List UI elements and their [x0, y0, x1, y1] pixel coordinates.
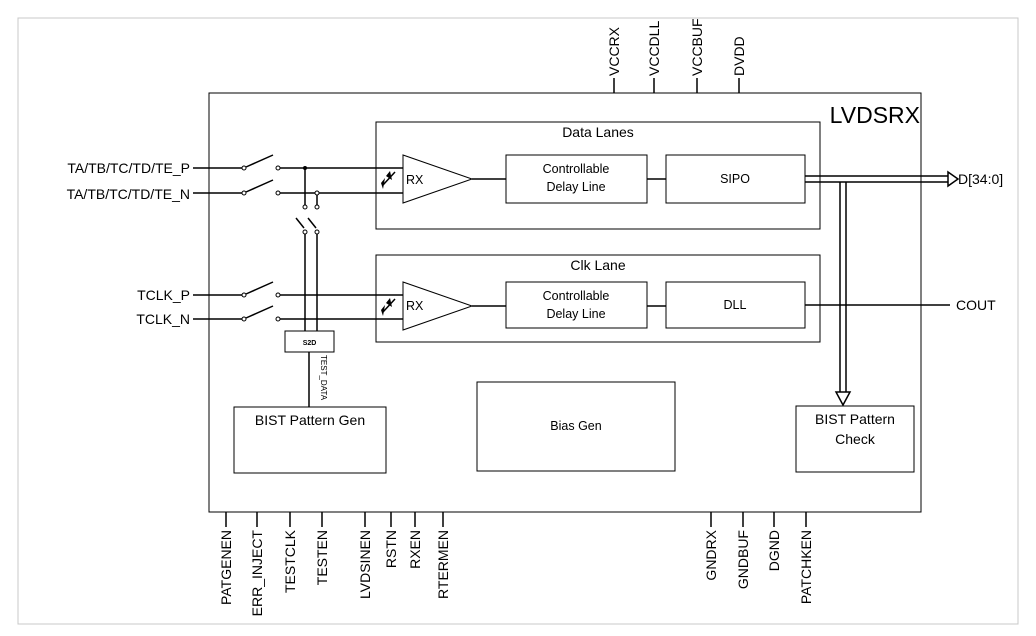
block-title: LVDSRX [830, 102, 920, 128]
dll-label: DLL [724, 298, 747, 312]
input-wires [193, 167, 243, 320]
test-data-label: TEST_DATA [319, 355, 328, 401]
data-delay-label-1: Controllable [543, 162, 610, 176]
sipo-label: SIPO [720, 172, 750, 186]
bias-gen-block [476, 381, 676, 472]
test-path-wires [295, 166, 320, 331]
pin-rxen: RXEN [407, 530, 423, 569]
clk-rx-buffer [402, 281, 474, 331]
rx-input-wires [280, 167, 403, 320]
clk-termination-icon [381, 298, 396, 316]
pin-gndrx: GNDRX [703, 529, 719, 580]
top-pins: VCCRX VCCDLL VCCBUF DVDD [606, 18, 747, 93]
data-delay-label-2: Delay Line [546, 180, 605, 194]
pin-vccdll: VCCDLL [646, 21, 662, 76]
input-tclk-p: TCLK_P [137, 287, 190, 303]
pin-rtermen: RTERMEN [435, 530, 451, 599]
input-data-n: TA/TB/TC/TD/TE_N [67, 186, 190, 202]
data-termination-icon [381, 171, 396, 189]
output-cout-label: COUT [956, 297, 996, 313]
bottom-pins-left: PATGENEN ERR_INJECT TESTCLK TESTEN LVDSI… [218, 512, 451, 616]
clk-delay-label-1: Controllable [543, 289, 610, 303]
data-output-bus [805, 170, 960, 188]
pin-dvdd: DVDD [731, 36, 747, 76]
input-data-p: TA/TB/TC/TD/TE_P [67, 160, 190, 176]
pin-testen: TESTEN [314, 530, 330, 585]
clk-rx-label: RX [406, 299, 424, 313]
clk-lane-box [375, 254, 821, 343]
clk-lane-title: Clk Lane [570, 257, 625, 273]
lvdsrx-block [208, 92, 922, 513]
input-switches [241, 154, 281, 322]
pin-patgenen: PATGENEN [218, 530, 234, 605]
bottom-pins-right: GNDRX GNDBUF DGND PATCHKEN [703, 512, 814, 604]
pin-dgnd: DGND [766, 530, 782, 571]
output-data-label: D[34:0] [958, 171, 1003, 187]
clk-delay-label-2: Delay Line [546, 307, 605, 321]
bist-check-block [795, 405, 915, 473]
bist-check-bus [834, 182, 852, 407]
clk-delay-line [505, 281, 648, 329]
pin-gndbuf: GNDBUF [735, 530, 751, 589]
data-rx-buffer [402, 154, 474, 204]
bias-gen-label: Bias Gen [550, 419, 601, 433]
pin-lvdsinen: LVDSINEN [357, 530, 373, 599]
pin-patchken: PATCHKEN [798, 530, 814, 604]
bist-gen-label: BIST Pattern Gen [255, 412, 365, 428]
sipo-block [665, 154, 806, 204]
pin-rstn: RSTN [383, 530, 399, 568]
figure-frame [17, 17, 1019, 625]
pin-vccrx: VCCRX [606, 26, 622, 76]
bist-gen-block [233, 406, 387, 474]
pin-vccbuf: VCCBUF [689, 18, 705, 76]
s2d-label: S2D [303, 340, 317, 347]
data-lanes-title: Data Lanes [562, 124, 634, 140]
pin-err-inject: ERR_INJECT [249, 530, 265, 617]
data-rx-label: RX [406, 173, 424, 187]
bist-check-label-1: BIST Pattern [815, 411, 895, 427]
input-tclk-n: TCLK_N [136, 311, 190, 327]
pin-testclk: TESTCLK [282, 529, 298, 593]
bist-check-label-2: Check [835, 431, 876, 447]
